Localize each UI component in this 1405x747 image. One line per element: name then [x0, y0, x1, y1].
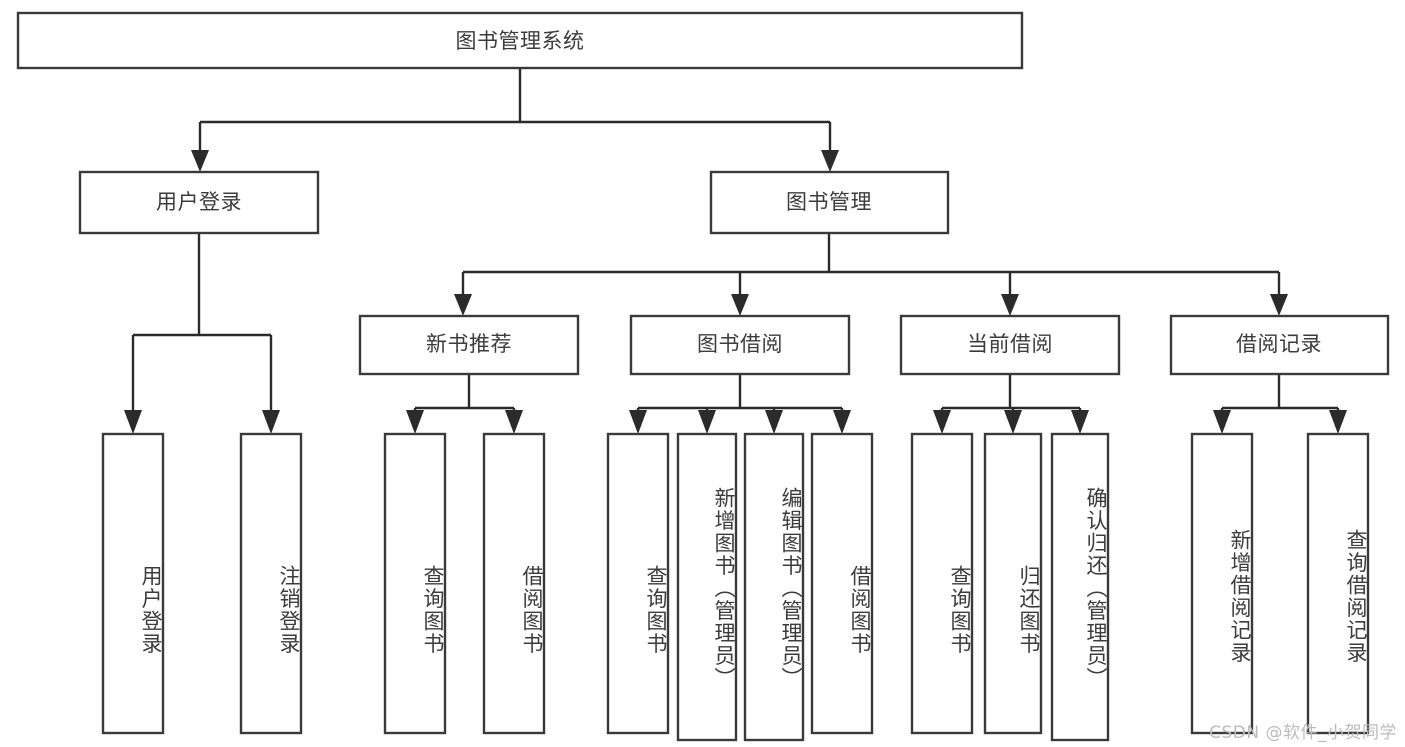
arrow-head-leaf-add-record	[1213, 410, 1231, 434]
arrow-head-current-borrow	[1001, 294, 1019, 316]
node-borrow-record[interactable]: 借阅记录	[1169, 314, 1390, 376]
arrow-head-leaf-query-book-3	[933, 410, 951, 434]
arrow-head-leaf-confirm-return	[1071, 410, 1089, 434]
node-user-login-box[interactable]	[78, 170, 320, 235]
connector-group-book-manage	[454, 233, 1288, 316]
connector-group-root	[191, 68, 839, 172]
arrow-head-leaf-query-book-1	[406, 410, 424, 434]
node-current-borrow-box[interactable]	[899, 314, 1121, 376]
arrow-head-leaf-borrow-book-1	[505, 410, 523, 434]
arrow-head-leaf-return-book	[1004, 410, 1022, 434]
watermark-text: CSDN @软件_小贺同学	[1209, 723, 1397, 743]
leaf-box-confirm-return[interactable]	[1050, 432, 1110, 742]
node-root[interactable]: 图书管理系统	[16, 11, 1024, 70]
arrow-head-leaf-add-book	[698, 410, 716, 434]
leaf-box-query-book-3[interactable]	[910, 432, 974, 735]
arrow-head-leaf-query-record	[1329, 410, 1347, 434]
node-new-book-box[interactable]	[358, 314, 580, 376]
node-borrow-record-label: 借阅记录	[1236, 332, 1322, 356]
leaf-box-borrow-book-1[interactable]	[482, 432, 546, 735]
arrow-head-leaf-user-login	[124, 410, 142, 434]
connector-group-current-borrow	[933, 374, 1089, 434]
node-root-label: 图书管理系统	[456, 29, 585, 53]
arrow-head-new-book	[454, 294, 472, 316]
leaf-box-edit-book[interactable]	[743, 432, 805, 742]
connector-group-user-login	[124, 233, 280, 434]
leaf-box-query-book-2[interactable]	[606, 432, 670, 735]
arrow-head-leaf-logout	[262, 410, 280, 434]
leaf-box-group	[101, 432, 1370, 742]
leaf-box-return-book[interactable]	[983, 432, 1043, 735]
node-current-borrow[interactable]: 当前借阅	[899, 314, 1121, 376]
connector-group-borrow-record	[1213, 374, 1347, 434]
leaf-box-add-record[interactable]	[1190, 432, 1254, 735]
leaf-box-user-login[interactable]	[101, 432, 165, 735]
arrow-head-book-borrow	[731, 294, 749, 316]
arrow-head-borrow-record	[1270, 294, 1288, 316]
node-new-book-label: 新书推荐	[426, 332, 512, 356]
leaf-box-query-book-1[interactable]	[383, 432, 447, 735]
node-new-book[interactable]: 新书推荐	[358, 314, 580, 376]
node-root-box[interactable]	[16, 11, 1024, 70]
arrow-head-leaf-query-book-2	[629, 410, 647, 434]
connector-group-new-book	[406, 374, 523, 434]
arrow-head-user-login	[191, 150, 209, 172]
leaf-box-logout[interactable]	[239, 432, 303, 735]
node-book-manage[interactable]: 图书管理	[709, 170, 950, 235]
leaf-box-query-record[interactable]	[1306, 432, 1370, 735]
node-book-borrow[interactable]: 图书借阅	[629, 314, 851, 376]
node-current-borrow-label: 当前借阅	[967, 332, 1053, 356]
node-user-login[interactable]: 用户登录	[78, 170, 320, 235]
leaf-box-borrow-book-2[interactable]	[810, 432, 874, 735]
node-book-borrow-label: 图书借阅	[697, 332, 783, 356]
arrow-head-book-manage	[821, 150, 839, 172]
leaf-box-add-book[interactable]	[676, 432, 738, 742]
node-book-manage-label: 图书管理	[786, 190, 872, 214]
arrow-head-leaf-borrow-book-2	[833, 410, 851, 434]
node-book-borrow-box[interactable]	[629, 314, 851, 376]
node-book-manage-box[interactable]	[709, 170, 950, 235]
arrow-head-leaf-edit-book	[765, 410, 783, 434]
connector-group-book-borrow	[629, 374, 851, 434]
node-user-login-label: 用户登录	[156, 190, 242, 214]
node-borrow-record-box[interactable]	[1169, 314, 1390, 376]
